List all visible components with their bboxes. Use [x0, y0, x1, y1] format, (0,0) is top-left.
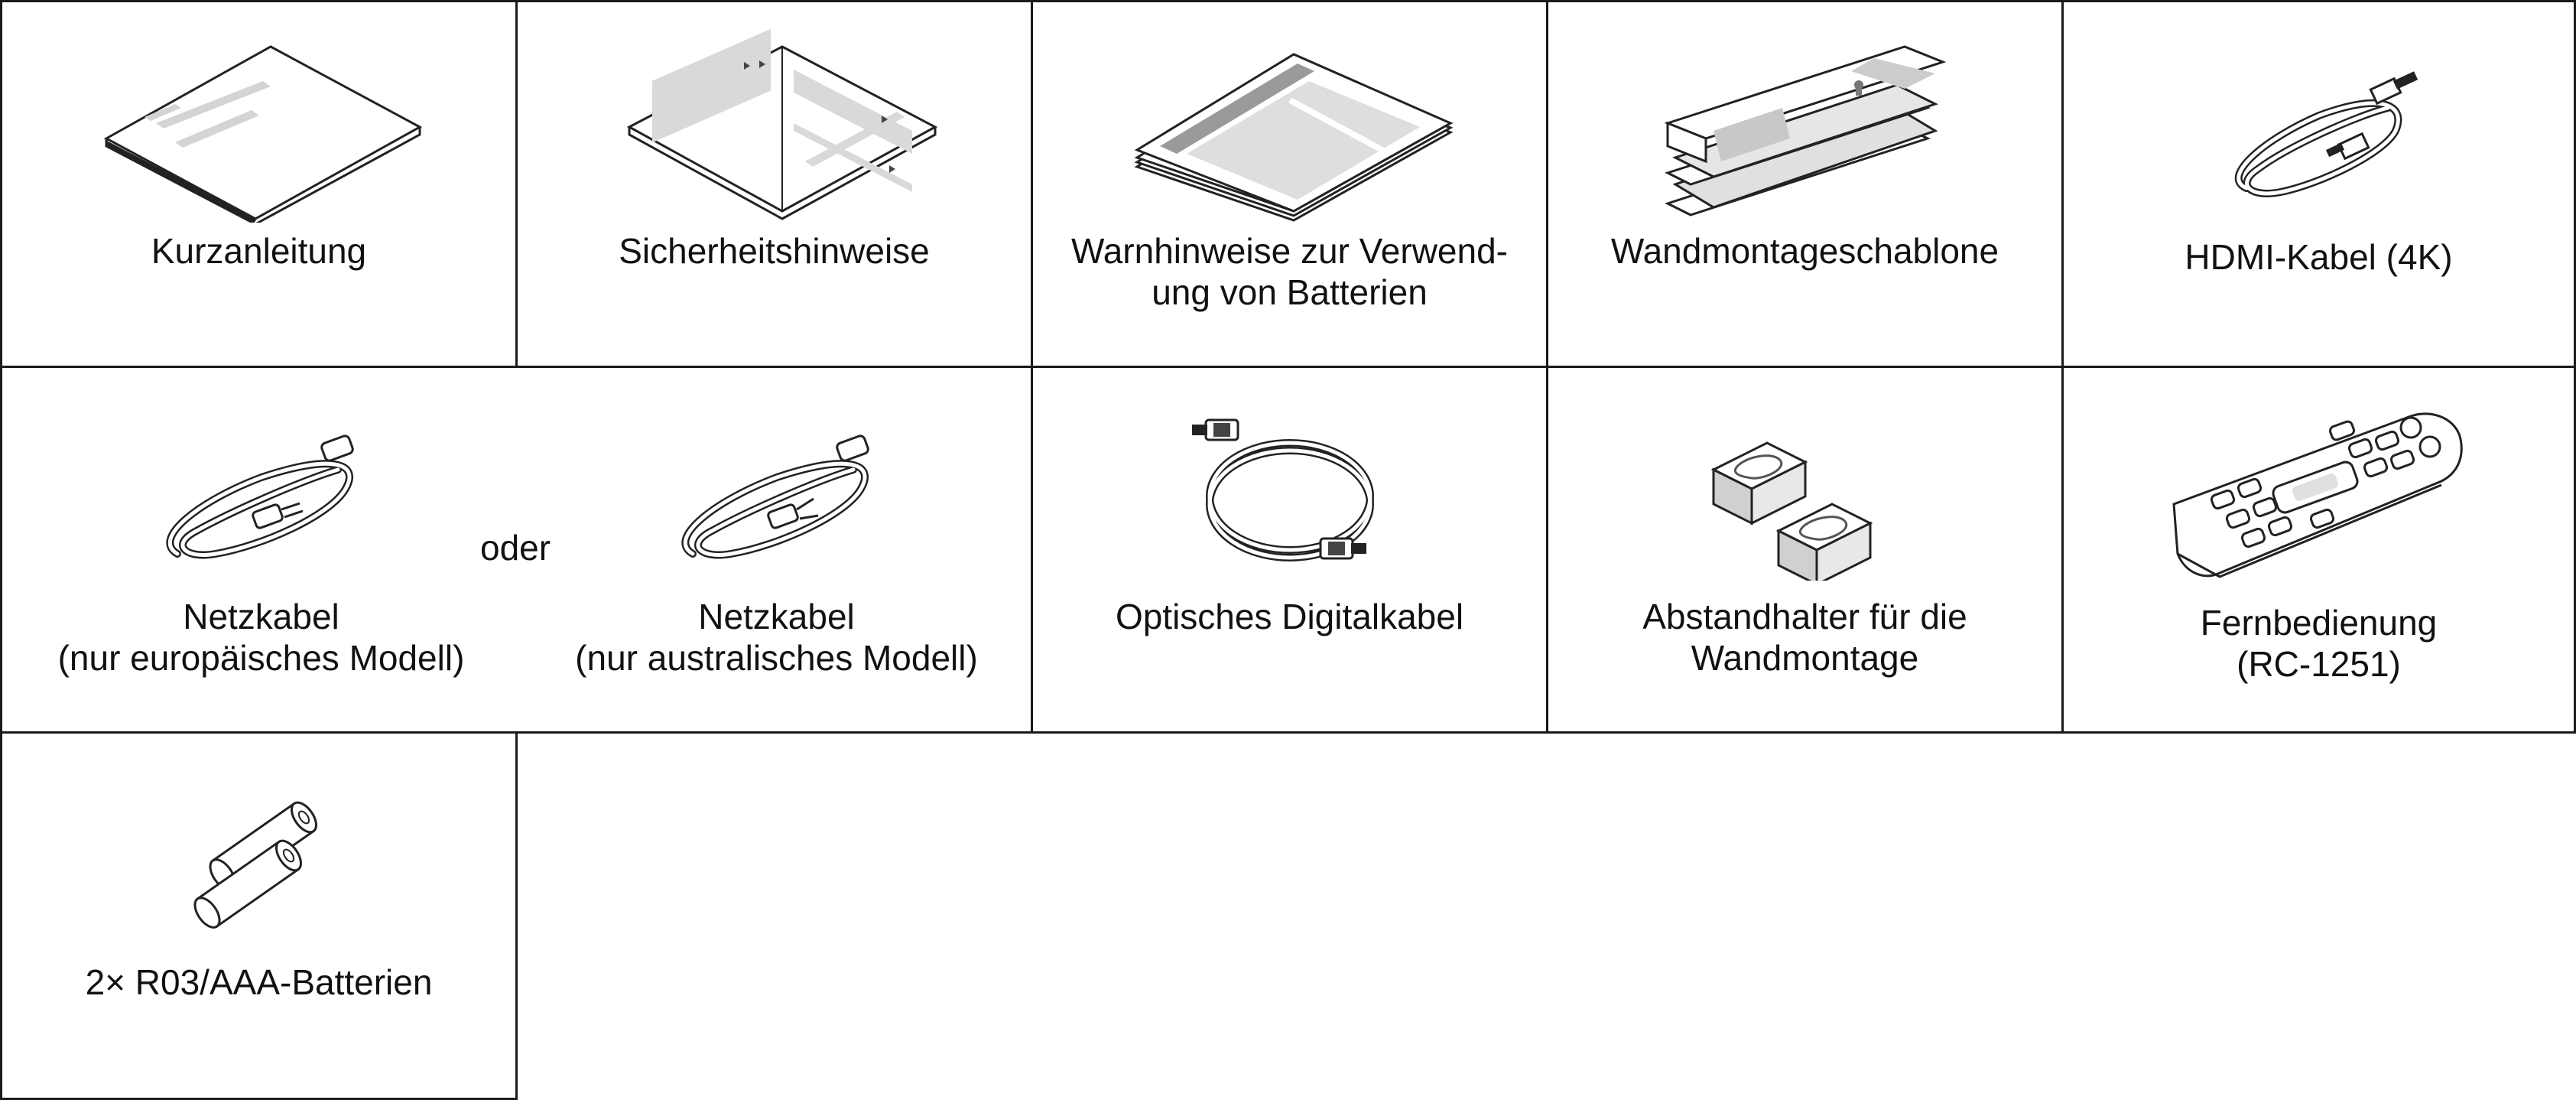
item-cell-power-cords: Netzkabel (nur europäisches Modell) oder	[0, 366, 1033, 734]
booklet-icon	[2, 16, 515, 230]
item-label-line2: (nur europäisches Modell)	[57, 638, 465, 678]
item-cell-batteries: 2× R03/AAA-Batterien	[0, 731, 518, 1100]
item-label-line1: Netzkabel	[698, 597, 855, 636]
hdmi-cable-icon	[2064, 16, 2574, 230]
item-label: Optisches Digitalkabel	[1115, 597, 1464, 636]
item-cell-hdmi: HDMI-Kabel (4K)	[2061, 0, 2576, 368]
aaa-batteries-icon	[2, 747, 515, 962]
item-label: 2× R03/AAA-Batterien	[85, 962, 433, 1002]
remote-control-icon	[2064, 382, 2574, 596]
item-label: Kurzanleitung	[151, 231, 367, 271]
item-label-line2: (nur australisches Modell)	[575, 638, 978, 678]
item-cell-quick-guide: Kurzanleitung	[0, 0, 518, 368]
item-cell-remote: Fernbedienung (RC-1251)	[2061, 366, 2576, 734]
item-label-line2: ung von Batterien	[1152, 272, 1428, 312]
au-power-cord: Netzkabel (nur australisches Modell)	[518, 368, 1035, 731]
item-label: Sicherheitshinweise	[619, 231, 930, 271]
au-power-cord-icon	[518, 382, 1035, 596]
spacer-icon	[1548, 382, 2061, 596]
item-label-line1: Netzkabel	[183, 597, 339, 636]
item-label-line2: Wandmontage	[1691, 638, 1919, 678]
item-label-line1: Abstandhalter für die	[1642, 597, 1967, 636]
optical-cable-icon	[1033, 382, 1546, 596]
item-cell-spacers: Abstandhalter für die Wandmontage	[1546, 366, 2064, 734]
safety-leaflet-icon	[518, 16, 1031, 230]
item-label-line1: Warnhinweise zur Verwend-	[1071, 231, 1508, 271]
or-separator: oder	[480, 528, 551, 568]
eu-power-cord: Netzkabel (nur europäisches Modell)	[2, 368, 520, 731]
item-cell-optical: Optisches Digitalkabel	[1031, 366, 1548, 734]
item-label: HDMI-Kabel (4K)	[2185, 237, 2453, 277]
wall-mount-template-icon	[1548, 16, 2061, 230]
eu-power-cord-icon	[2, 382, 520, 596]
item-cell-battery-warnings: Warnhinweise zur Verwend- ung von Batter…	[1031, 0, 1548, 368]
item-label-line1: Fernbedienung	[2200, 603, 2438, 643]
item-cell-safety: Sicherheitshinweise	[515, 0, 1033, 368]
battery-warning-leaflet-icon	[1033, 16, 1546, 230]
item-label-line2: (RC-1251)	[2237, 644, 2401, 684]
item-label: Wandmontageschablone	[1610, 231, 1999, 271]
item-cell-wall-template: Wandmontageschablone	[1546, 0, 2064, 368]
